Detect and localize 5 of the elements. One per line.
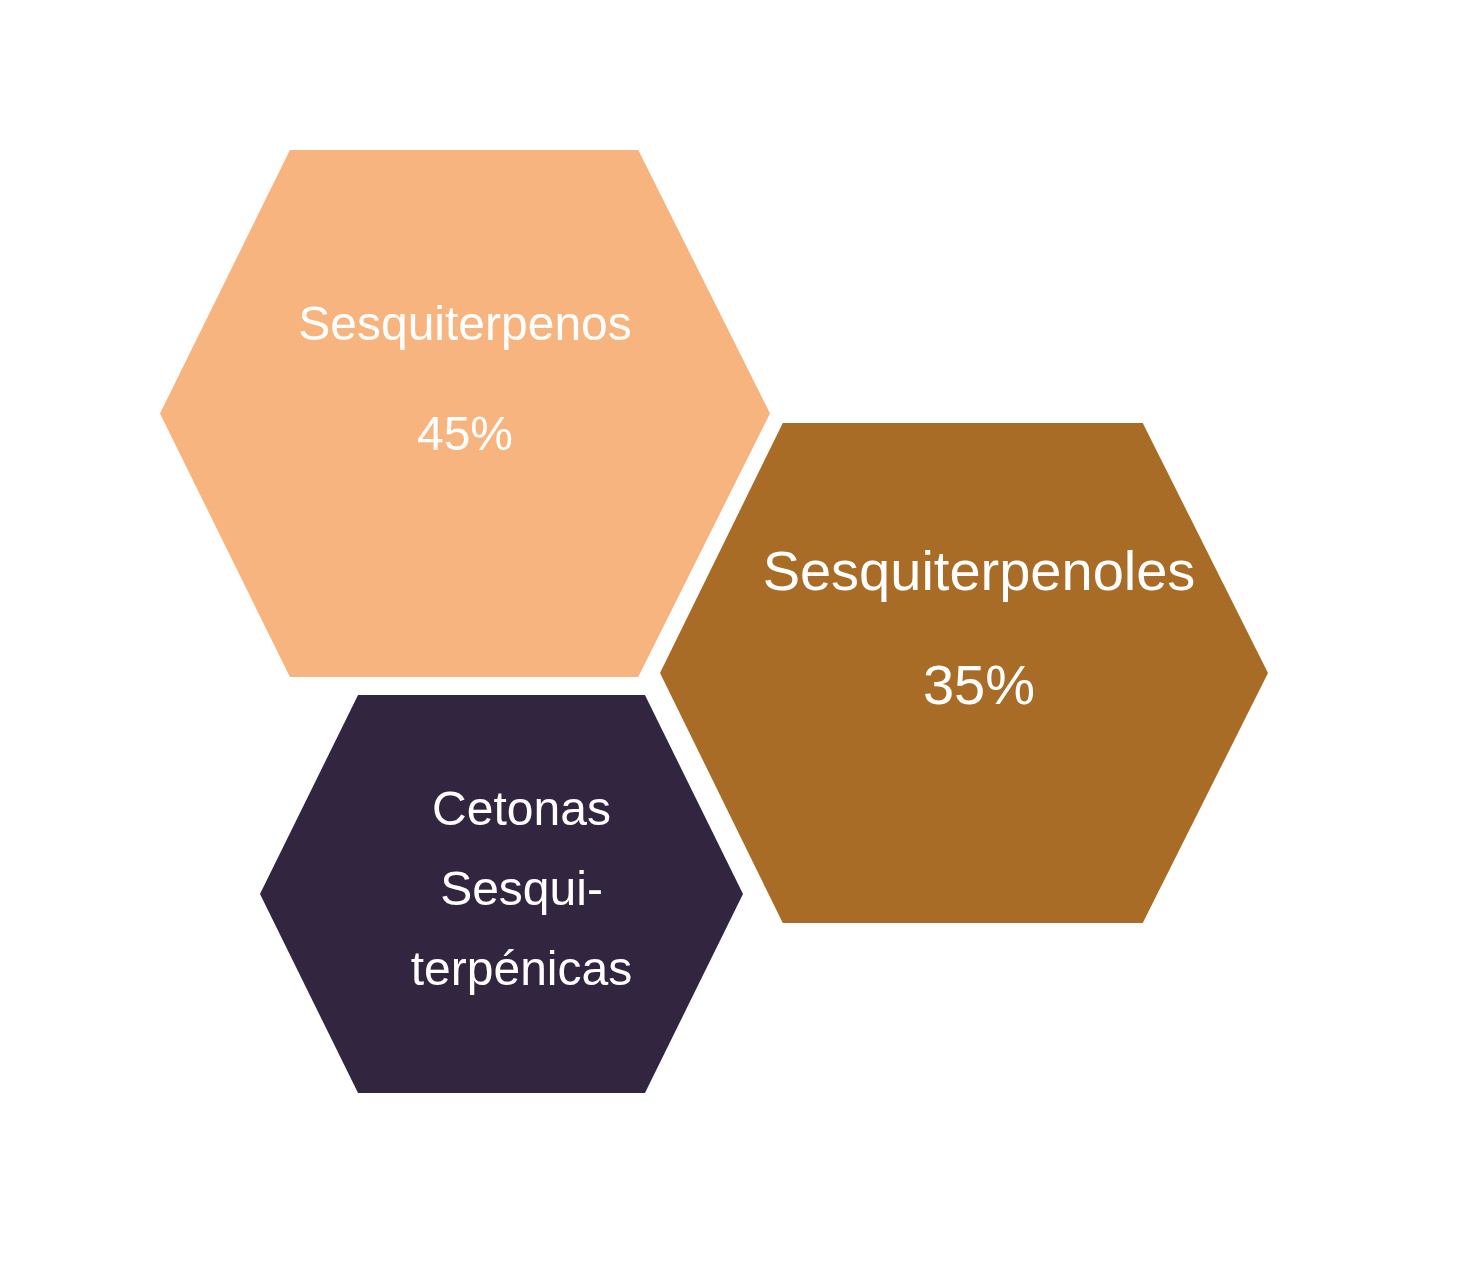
hexagon-label: Cetonas Sesqui- terpénicas [409, 781, 634, 997]
percentage-label: 45% [416, 405, 514, 462]
percentage-label: 35% [922, 652, 1036, 718]
hexagon-label: Sesquiterpenoles [762, 538, 1196, 604]
hexagon-label: Sesquiterpenos [298, 295, 632, 352]
